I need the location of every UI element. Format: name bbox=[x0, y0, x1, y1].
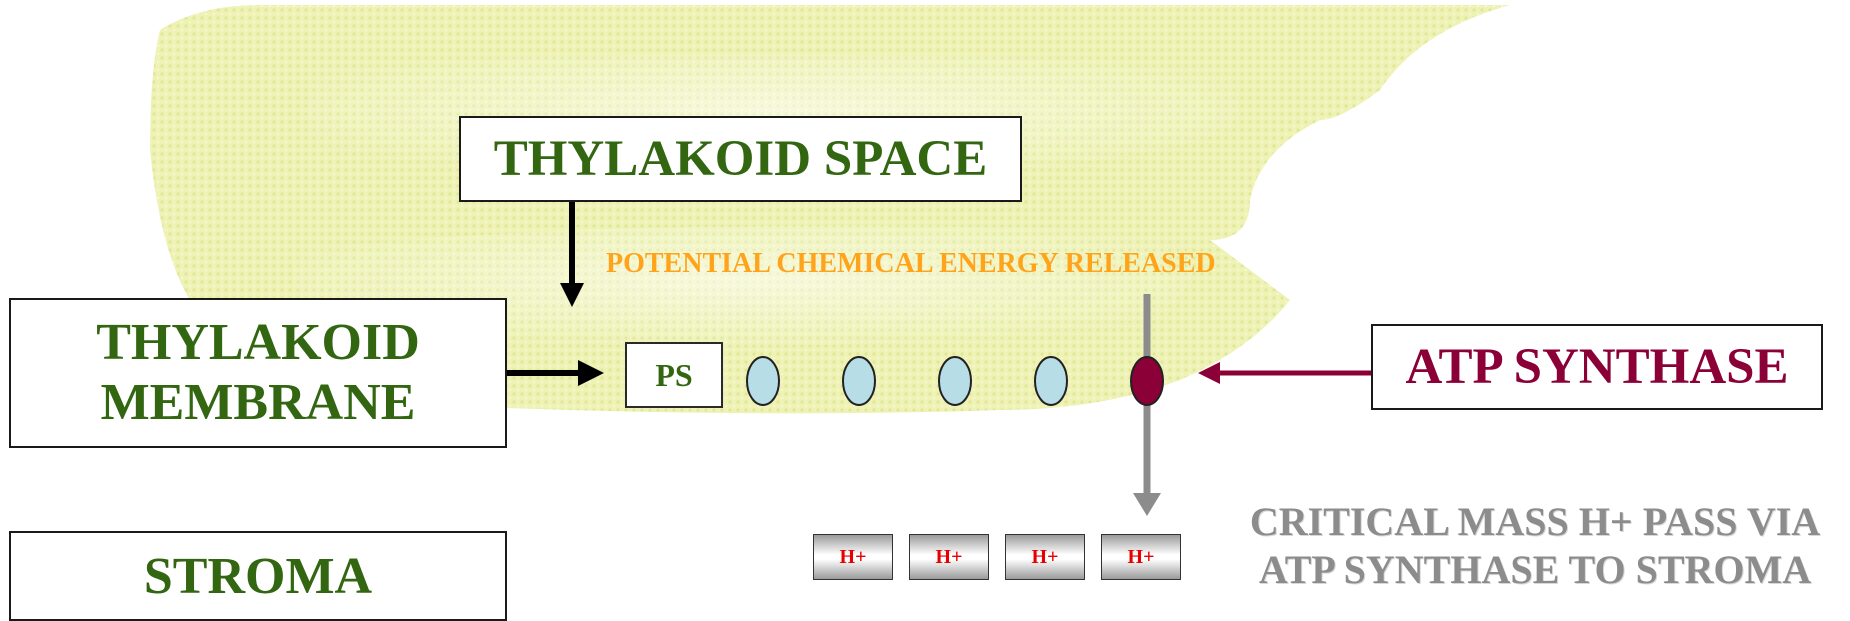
space-arrow bbox=[560, 202, 584, 307]
proton-box: H+ bbox=[909, 534, 989, 580]
energy-released-text: POTENTIAL CHEMICAL ENERGY RELEASED bbox=[606, 248, 1216, 279]
stroma-text: STROMA bbox=[143, 547, 373, 605]
stroma-label: STROMA bbox=[9, 531, 507, 621]
atp-synthase-particle bbox=[1130, 356, 1164, 406]
proton-box: H+ bbox=[1005, 534, 1085, 580]
electron-carrier bbox=[1034, 356, 1068, 406]
atp-synthase-text: ATP SYNTHASE bbox=[1405, 339, 1789, 395]
electron-carrier bbox=[746, 356, 780, 406]
thylakoid-space-text: THYLAKOID SPACE bbox=[493, 131, 988, 187]
thylakoid-membrane-line1: THYLAKOID bbox=[96, 314, 420, 371]
proton-box: H+ bbox=[813, 534, 893, 580]
critical-mass-caption: CRITICAL MASS H+ PASS VIA ATP SYNTHASE T… bbox=[1220, 498, 1850, 594]
proton-box: H+ bbox=[1101, 534, 1181, 580]
photosystem-text: PS bbox=[655, 356, 693, 393]
photosystem-box: PS bbox=[625, 342, 723, 408]
thylakoid-membrane-label: THYLAKOID MEMBRANE bbox=[9, 298, 507, 448]
electron-carrier bbox=[842, 356, 876, 406]
electron-carrier bbox=[938, 356, 972, 406]
membrane-arrow bbox=[507, 360, 604, 386]
atp-synthase-label: ATP SYNTHASE bbox=[1371, 324, 1823, 410]
atp-synthase-arrow bbox=[1198, 362, 1371, 384]
critical-line1: CRITICAL MASS H+ PASS VIA bbox=[1249, 499, 1821, 544]
critical-line2: ATP SYNTHASE TO STROMA bbox=[1258, 547, 1812, 592]
thylakoid-space-label: THYLAKOID SPACE bbox=[459, 116, 1022, 202]
thylakoid-membrane-line2: MEMBRANE bbox=[100, 374, 416, 431]
